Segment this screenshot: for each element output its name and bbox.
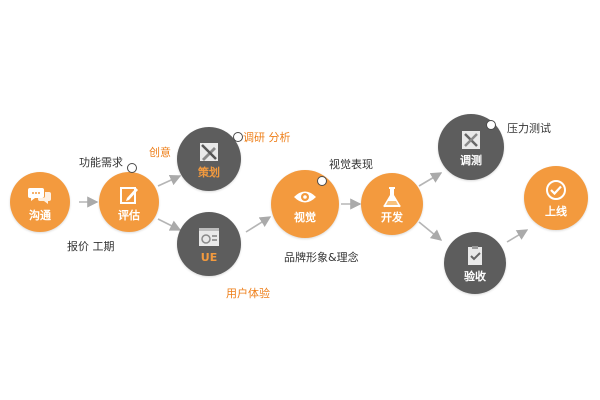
annotation-quote-schedule: 报价 工期: [67, 240, 115, 253]
node-label-test: 调测: [460, 154, 482, 167]
node-indicator-ring: [486, 120, 496, 130]
arrow-accept-launch: [506, 229, 529, 243]
node-develop: 开发: [361, 173, 423, 235]
node-label-evaluate: 评估: [118, 209, 140, 222]
annotation-visual-expression: 视觉表现: [329, 158, 373, 171]
node-communicate: 沟通: [10, 172, 70, 232]
check-circle-icon: [546, 180, 566, 200]
node-label-visual: 视觉: [294, 211, 316, 224]
arrow-develop-test: [418, 172, 443, 187]
checklist-icon: [468, 246, 482, 265]
node-label-accept: 验收: [464, 270, 486, 283]
node-ue: UE: [177, 212, 241, 276]
node-indicator-ring: [233, 132, 243, 142]
eye-icon: [294, 191, 316, 203]
node-label-communicate: 沟通: [29, 209, 51, 222]
edit-pencil-icon: [120, 187, 138, 204]
annotation-brand-image: 品牌形象&理念: [284, 251, 359, 264]
arrow-evaluate-ue: [157, 218, 182, 231]
node-evaluate: 评估: [99, 172, 159, 232]
node-accept: 验收: [444, 232, 506, 294]
node-label-launch: 上线: [545, 205, 567, 218]
node-indicator-ring: [127, 163, 137, 173]
arrow-develop-accept: [418, 221, 443, 241]
ruler-pencil-icon: [200, 143, 218, 161]
node-label-ue: UE: [200, 251, 218, 264]
node-label-planning: 策划: [198, 166, 220, 179]
node-label-develop: 开发: [381, 211, 403, 224]
annotation-function-requirements: 功能需求: [79, 156, 123, 169]
flask-icon: [383, 187, 401, 208]
tools-icon: [462, 131, 480, 149]
layout-window-icon: [199, 228, 219, 246]
annotation-research-analysis: 调研 分析: [243, 131, 291, 144]
node-indicator-ring: [317, 176, 327, 186]
node-visual: 视觉: [271, 170, 339, 238]
node-launch: 上线: [524, 166, 588, 230]
annotation-stress-test: 压力测试: [507, 122, 551, 135]
arrow-evaluate-planning: [157, 174, 182, 187]
node-planning: 策划: [177, 127, 241, 191]
annotation-creative: 创意: [149, 146, 171, 159]
annotation-user-experience: 用户体验: [226, 287, 270, 300]
chat-bubbles-icon: [28, 188, 51, 204]
arrow-ue-visual: [245, 216, 272, 233]
